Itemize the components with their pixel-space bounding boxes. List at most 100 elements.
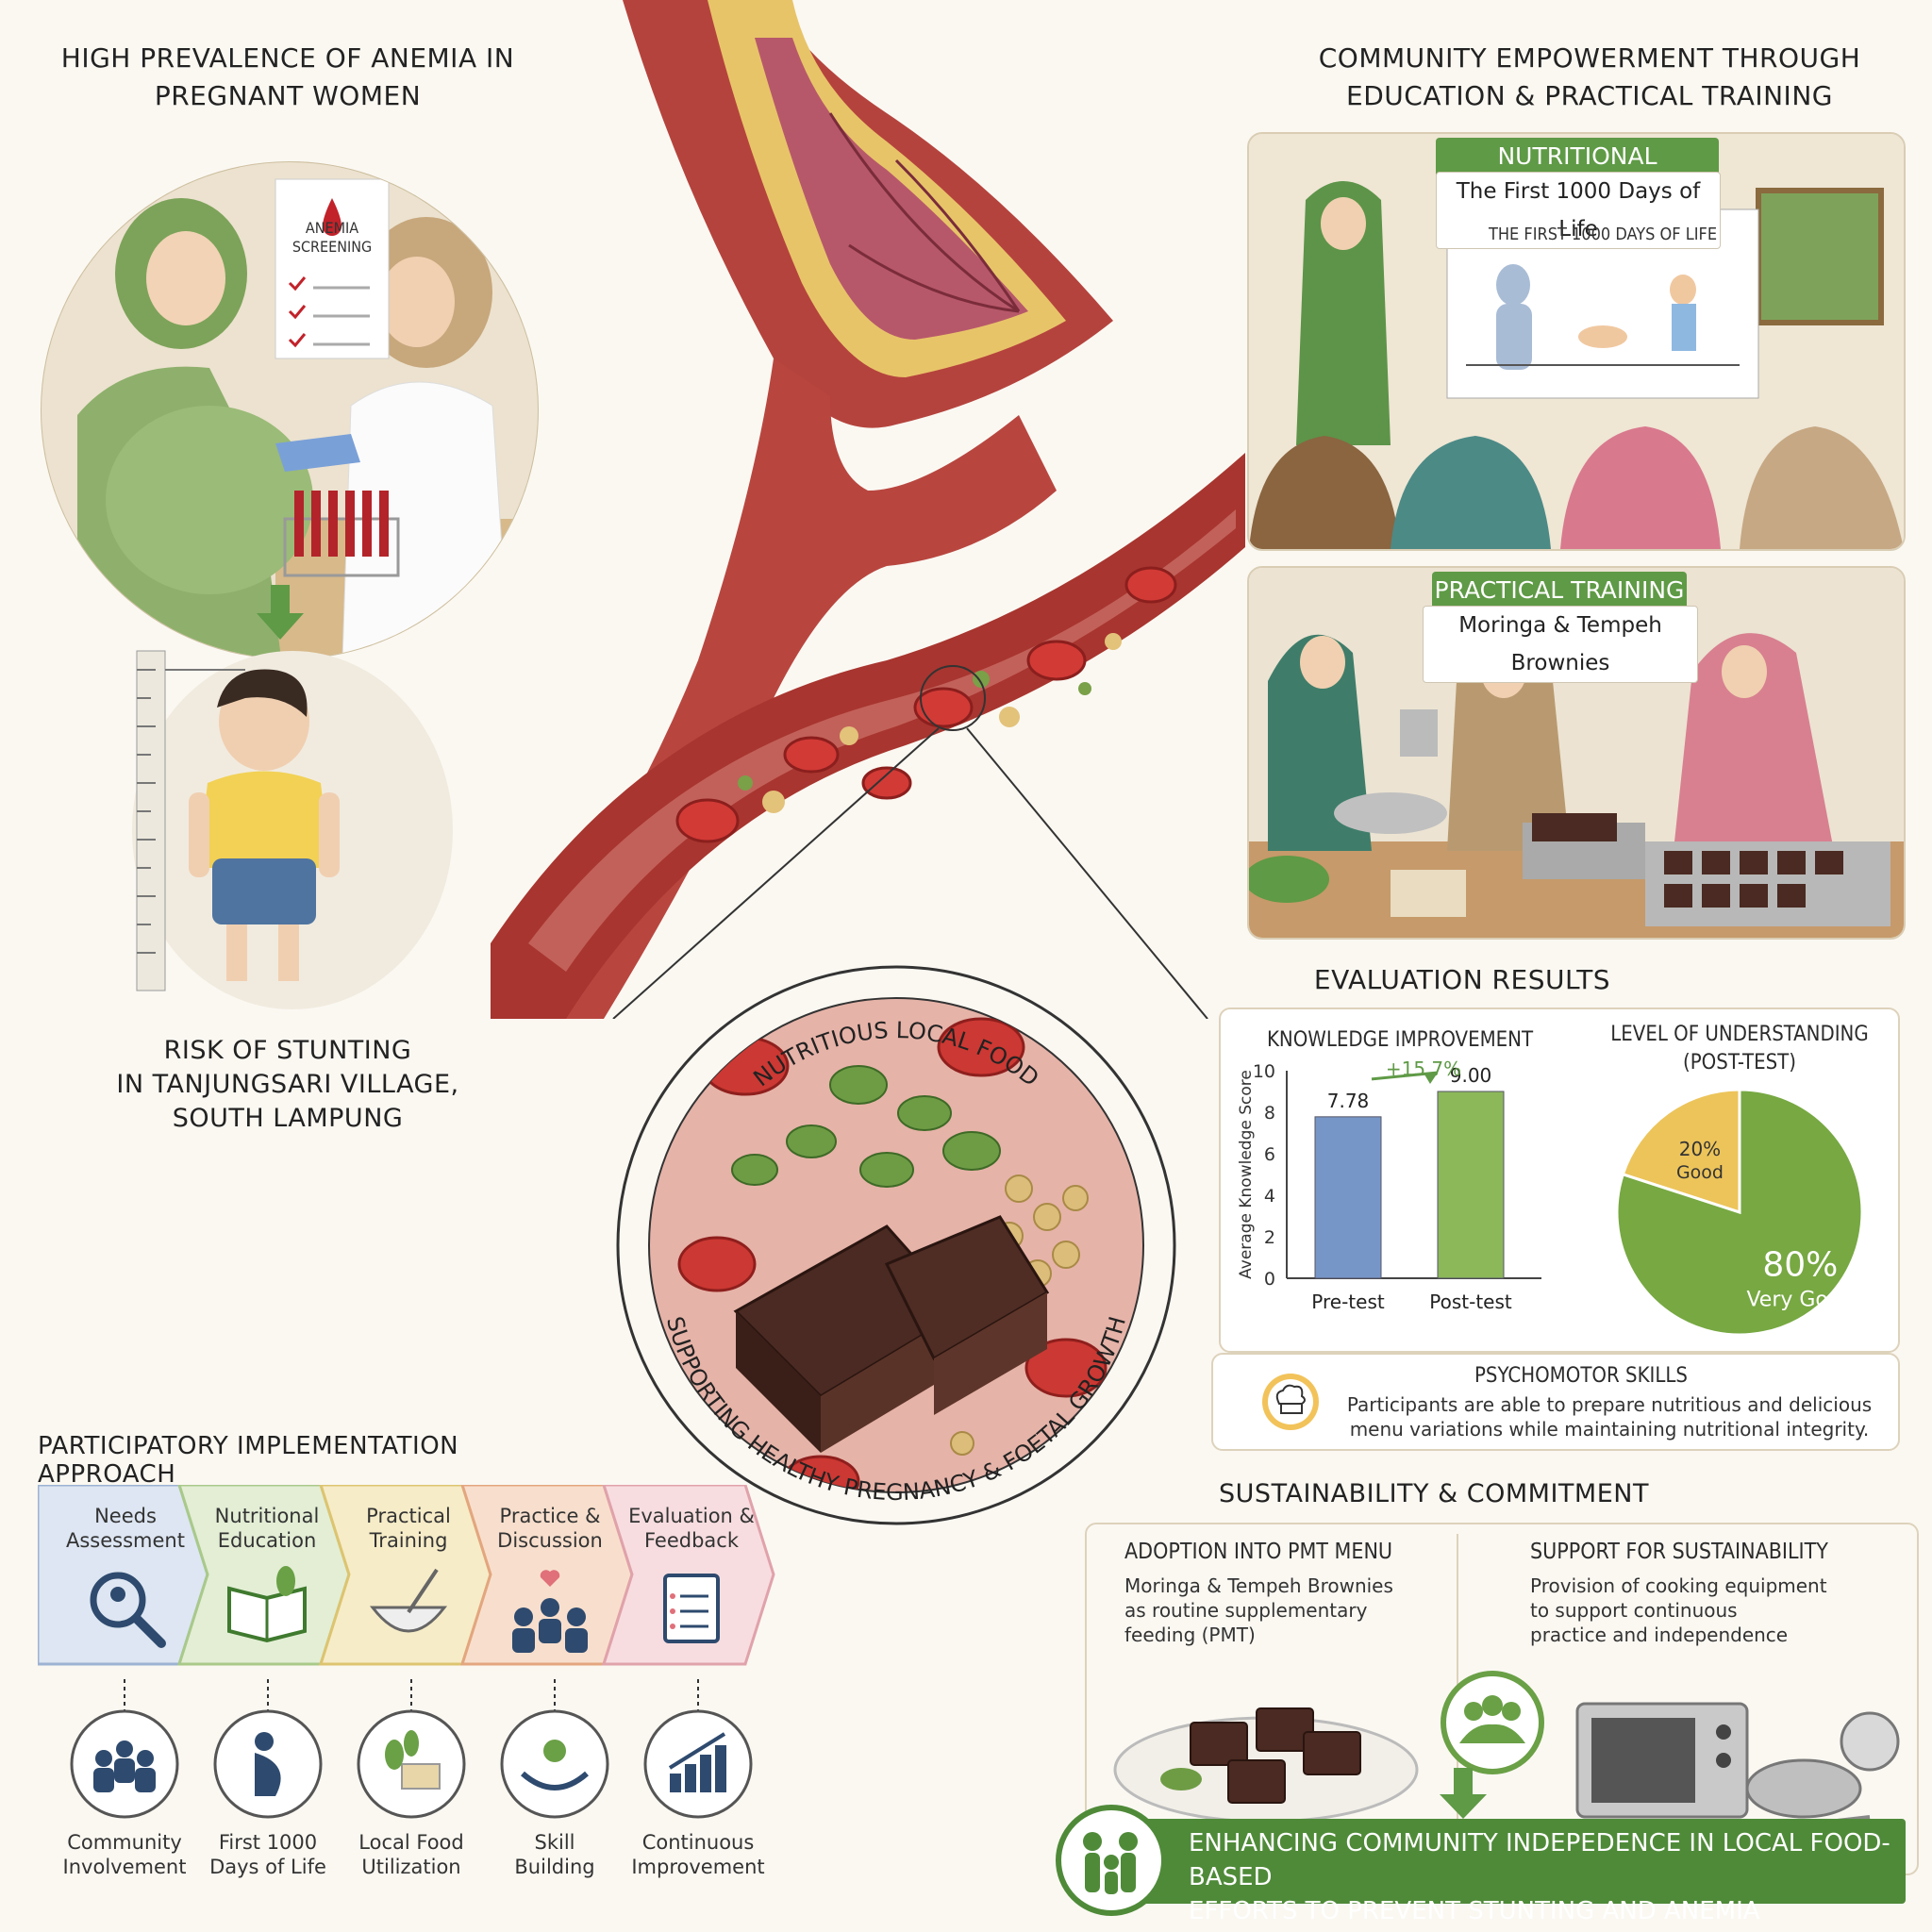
approach-step-label: Evaluation &Feedback: [628, 1505, 755, 1552]
bar-pre-test: [1314, 1116, 1382, 1279]
pie-slice-very-good: [1615, 1088, 1864, 1337]
education-panel: NUTRITIONAL EDUCATION The First 1000 Day…: [1247, 132, 1906, 551]
approach-step-icon-1: [90, 1572, 166, 1648]
stunting-line1: RISK OF STUNTING: [163, 1036, 412, 1065]
training-panel: PRACTICAL TRAINING Moringa & Tempeh Brow…: [1247, 566, 1906, 940]
support-line2: to support continuous: [1530, 1599, 1738, 1622]
approach-step-label: Practice &Discussion: [497, 1505, 603, 1552]
anemia-title-line2: PREGNANT WOMEN: [154, 80, 422, 111]
banner-line1: ENHANCING COMMUNITY INDEPEDENCE IN LOCAL…: [1189, 1829, 1890, 1891]
cooking-equipment-illustration: [1575, 1702, 1900, 1833]
knowledge-title: KNOWLEDGE IMPROVEMENT: [1266, 1028, 1534, 1052]
training-tag: PRACTICAL TRAINING: [1432, 572, 1687, 609]
anemia-title-line1: HIGH PREVALENCE OF ANEMIA IN: [60, 42, 515, 74]
poster-line1: ANEMIA: [305, 219, 359, 237]
adoption-line2: as routine supplementary: [1124, 1599, 1368, 1622]
adoption-title: ADOPTION INTO PMT MENU: [1124, 1540, 1393, 1564]
stunting-line3: SOUTH LAMPUNG: [172, 1104, 404, 1133]
sustainability-divider: [1457, 1534, 1458, 1826]
nutritious-food-circle: NUTRITIOUS LOCAL FOOD SUPPORTING HEALTHY…: [604, 953, 1189, 1538]
placenta-vessel-illustration: [491, 0, 1245, 1020]
pie-slice-good: [1621, 1088, 1741, 1215]
outcome-circle-4: [500, 1709, 609, 1819]
understanding-pie-chart: 20%Good 80% Very Good: [1615, 1088, 1864, 1337]
approach-title: PARTICIPATORY IMPLEMENTATION APPROACH: [38, 1432, 459, 1489]
training-subtitle: Moringa & Tempeh Brownies: [1423, 606, 1698, 683]
understanding-title: LEVEL OF UNDERSTANDING (POST-TEST): [1598, 1021, 1881, 1077]
anemia-poster-text: ANEMIA SCREENING: [275, 219, 389, 257]
pie-name-label: Good: [1676, 1162, 1724, 1183]
approach-steps: [38, 1485, 775, 1666]
y-tick-label: 2: [1264, 1227, 1275, 1248]
understanding-title-line1: LEVEL OF UNDERSTANDING: [1610, 1023, 1869, 1046]
outcome-icon-3: [385, 1730, 441, 1790]
outcome-icon-4: [521, 1740, 589, 1790]
anemia-title: HIGH PREVALENCE OF ANEMIA IN PREGNANT WO…: [38, 40, 538, 115]
community-circle-icon: [1441, 1671, 1544, 1774]
down-arrow-icon-2: [1440, 1768, 1487, 1825]
outcome-icon-2: [255, 1732, 281, 1796]
adoption-text: Moringa & Tempeh Brownies as routine sup…: [1124, 1574, 1393, 1647]
adoption-line1: Moringa & Tempeh Brownies: [1124, 1574, 1393, 1597]
outcome-circle-5: [643, 1709, 753, 1819]
increase-annotation: +15.7%: [1386, 1058, 1461, 1080]
pie-pct-label: 80%: [1762, 1245, 1838, 1284]
banner-text: ENHANCING COMMUNITY INDEPEDENCE IN LOCAL…: [1189, 1826, 1906, 1928]
y-tick-label: 8: [1264, 1103, 1275, 1124]
outcome-icon-1: [93, 1740, 156, 1792]
psychomotor-title: PSYCHOMOTOR SKILLS: [1474, 1364, 1688, 1388]
y-tick-label: 4: [1264, 1186, 1275, 1207]
y-tick-label: 10: [1253, 1061, 1275, 1082]
education-subtitle: The First 1000 Days of Life: [1436, 172, 1721, 249]
psychomotor-line2: menu variations while maintaining nutrit…: [1349, 1418, 1870, 1441]
chef-hat-icon: [1260, 1372, 1321, 1437]
adoption-line3: feeding (PMT): [1124, 1624, 1256, 1646]
community-title: COMMUNITY EMPOWERMENT THROUGH EDUCATION …: [1274, 40, 1906, 115]
sustainability-panel: ADOPTION INTO PMT MENU Moringa & Tempeh …: [1085, 1523, 1919, 1875]
outcome-icon-5: [668, 1732, 726, 1792]
increase-arrow-head: [1424, 1073, 1438, 1084]
y-tick-label: 0: [1264, 1269, 1275, 1290]
approach-step-icon-5: [663, 1574, 720, 1643]
stunting-line2: IN TANJUNGSARI VILLAGE,: [116, 1070, 459, 1099]
evaluation-title: EVALUATION RESULTS: [1313, 964, 1611, 995]
support-line1: Provision of cooking equipment: [1530, 1574, 1827, 1597]
conclusion-banner: ENHANCING COMMUNITY INDEPEDENCE IN LOCAL…: [1132, 1819, 1906, 1925]
support-title: SUPPORT FOR SUSTAINABILITY: [1530, 1540, 1828, 1564]
brownie-plate-illustration: [1113, 1707, 1419, 1824]
increase-arrow: [1371, 1071, 1439, 1081]
bar-post-test: [1437, 1091, 1505, 1279]
support-line3: practice and independence: [1530, 1624, 1789, 1646]
bar-value-label: 9.00: [1450, 1064, 1492, 1087]
support-text: Provision of cooking equipment to suppor…: [1530, 1574, 1827, 1647]
down-arrow-icon: [257, 585, 304, 646]
sustainability-title: SUSTAINABILITY & COMMITMENT: [1219, 1479, 1649, 1508]
psychomotor-text: Participants are able to prepare nutriti…: [1345, 1392, 1874, 1441]
pie-name-label: Very Good: [1746, 1288, 1854, 1311]
approach-step-icon-3: [369, 1568, 448, 1633]
approach-outcomes: [70, 1679, 753, 1819]
anemia-screening-illustration: [40, 160, 540, 660]
psychomotor-panel: PSYCHOMOTOR SKILLS Participants are able…: [1211, 1353, 1900, 1451]
psychomotor-line1: Participants are able to prepare nutriti…: [1346, 1393, 1873, 1416]
approach-step-icon-4: [512, 1570, 588, 1653]
y-axis-label: Average Knowledge Score: [1237, 1070, 1256, 1279]
poster-line2: SCREENING: [291, 238, 373, 256]
board-title: THE FIRST 1000 DAYS OF LIFE: [1488, 225, 1718, 244]
family-icon: [1055, 1804, 1168, 1922]
child-height-illustration: [123, 641, 462, 1009]
pie-pct-label: 20%: [1679, 1138, 1721, 1160]
bar-value-label: 7.78: [1327, 1090, 1370, 1112]
y-tick-label: 6: [1264, 1144, 1275, 1165]
approach-step-icon-2: [227, 1566, 307, 1643]
